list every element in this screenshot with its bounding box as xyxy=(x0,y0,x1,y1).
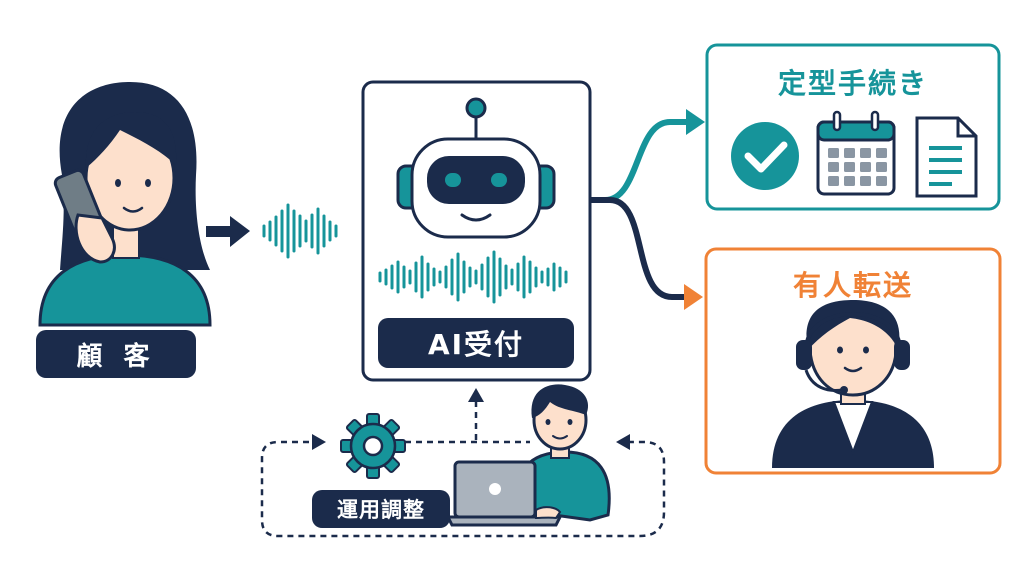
operations-adjustment-label: 運用調整 xyxy=(312,490,450,528)
checkmark-icon xyxy=(731,122,799,190)
ai-reception-label: AI受付 xyxy=(378,318,574,368)
branch-connector xyxy=(590,109,705,310)
calendar-icon xyxy=(816,110,896,196)
operator-at-laptop xyxy=(445,384,611,527)
operations-loop xyxy=(260,388,666,538)
voice-wave-icon xyxy=(378,250,568,304)
customer-illustration xyxy=(38,82,212,327)
laptop-icon xyxy=(445,460,563,527)
operator-illustration xyxy=(772,300,934,468)
routine-procedures-title: 定型手続き xyxy=(777,67,928,100)
arrow-customer-to-ai xyxy=(206,216,250,247)
sound-wave-icon xyxy=(262,203,338,259)
document-icon xyxy=(915,116,978,198)
robot-icon xyxy=(396,97,556,239)
customer-label: 顧 客 xyxy=(36,330,196,378)
headset-icon xyxy=(796,312,910,394)
gear-icon xyxy=(340,413,406,479)
human-transfer-title: 有人転送 xyxy=(792,269,913,302)
